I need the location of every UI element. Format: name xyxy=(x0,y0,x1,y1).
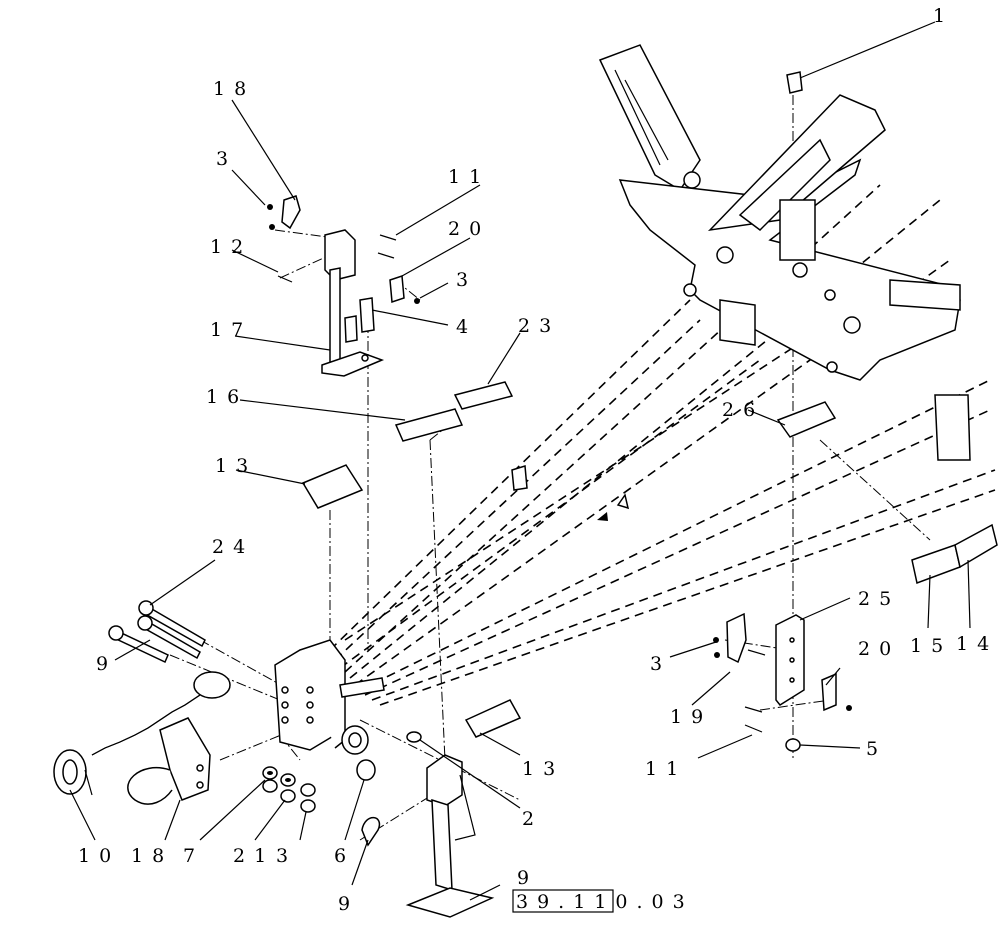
figure-reference-number: 39.110.03 xyxy=(516,891,694,913)
decal-16 xyxy=(394,408,464,442)
callout-label: 9 xyxy=(96,653,117,675)
callout-label: 19 xyxy=(670,706,712,728)
callout-label: 5 xyxy=(866,738,887,760)
leader-lines xyxy=(69,21,971,901)
callout-label: 20 xyxy=(448,218,490,240)
frame-leg-left xyxy=(719,299,756,346)
callout-label: 15 xyxy=(910,635,952,657)
callout-label: 23 xyxy=(518,315,560,337)
bolts xyxy=(108,600,206,664)
jack-mount-bracket-right xyxy=(713,71,852,752)
decal-14 xyxy=(954,523,998,569)
callout-label: 13 xyxy=(522,758,564,780)
frame-plate xyxy=(618,158,961,381)
callout-label: 13 xyxy=(215,455,257,477)
callout-label: 1 xyxy=(933,5,954,27)
decal-15 xyxy=(911,544,961,585)
callout-label: 2 xyxy=(522,808,543,830)
assembly-hidden-lines xyxy=(329,184,996,706)
clip-19 xyxy=(281,195,301,230)
main-frame xyxy=(598,44,971,461)
frame-leg-right xyxy=(934,394,971,461)
callout-label: 3 xyxy=(276,845,297,867)
callout-label: 25 xyxy=(858,588,900,610)
decal-26 xyxy=(776,401,837,438)
frame-arm-left xyxy=(598,44,701,192)
clip-20 xyxy=(389,274,405,304)
callout-label: 14 xyxy=(956,633,998,655)
callout-label: 6 xyxy=(334,845,355,867)
safety-chain xyxy=(53,671,231,796)
decals xyxy=(301,381,998,738)
callout-label: 24 xyxy=(212,536,254,558)
callout-label: 18 xyxy=(131,845,173,867)
hitch-assembly xyxy=(274,639,385,755)
callout-label: 3 xyxy=(216,148,237,170)
tow-hook xyxy=(127,717,211,805)
callout-label: 10 xyxy=(78,845,120,867)
hardware-washers xyxy=(262,731,422,813)
callout-label: 18 xyxy=(213,78,255,100)
cylinder-mount xyxy=(779,199,816,261)
callout-label: 3 xyxy=(650,653,671,675)
decal-22 xyxy=(453,381,514,410)
pin-4 xyxy=(344,315,358,343)
decal-13-top xyxy=(301,464,364,509)
callout-label: 12 xyxy=(210,236,252,258)
callout-label: 7 xyxy=(183,845,204,867)
callout-label: 11 xyxy=(645,758,687,780)
callout-label: 9 xyxy=(338,893,359,915)
callout-label: 3 xyxy=(456,269,477,291)
callout-label: 11 xyxy=(448,166,490,188)
callout-label: 17 xyxy=(210,319,252,341)
callout-label: 4 xyxy=(456,316,477,338)
callout-label: 20 xyxy=(858,638,900,660)
callout-label: 16 xyxy=(206,386,248,408)
jack-mount-bracket xyxy=(267,195,420,377)
callout-label: 21 xyxy=(233,845,275,867)
figure-reference: 39.110.03 xyxy=(512,889,694,913)
callout-label: 9 xyxy=(517,867,538,889)
decal-13-bottom xyxy=(464,699,522,738)
callout-label: 26 xyxy=(722,399,764,421)
callout-labels: 1 18 3 11 20 12 3 4 17 23 16 13 26 24 25… xyxy=(78,5,998,915)
jack-stand xyxy=(361,754,495,918)
